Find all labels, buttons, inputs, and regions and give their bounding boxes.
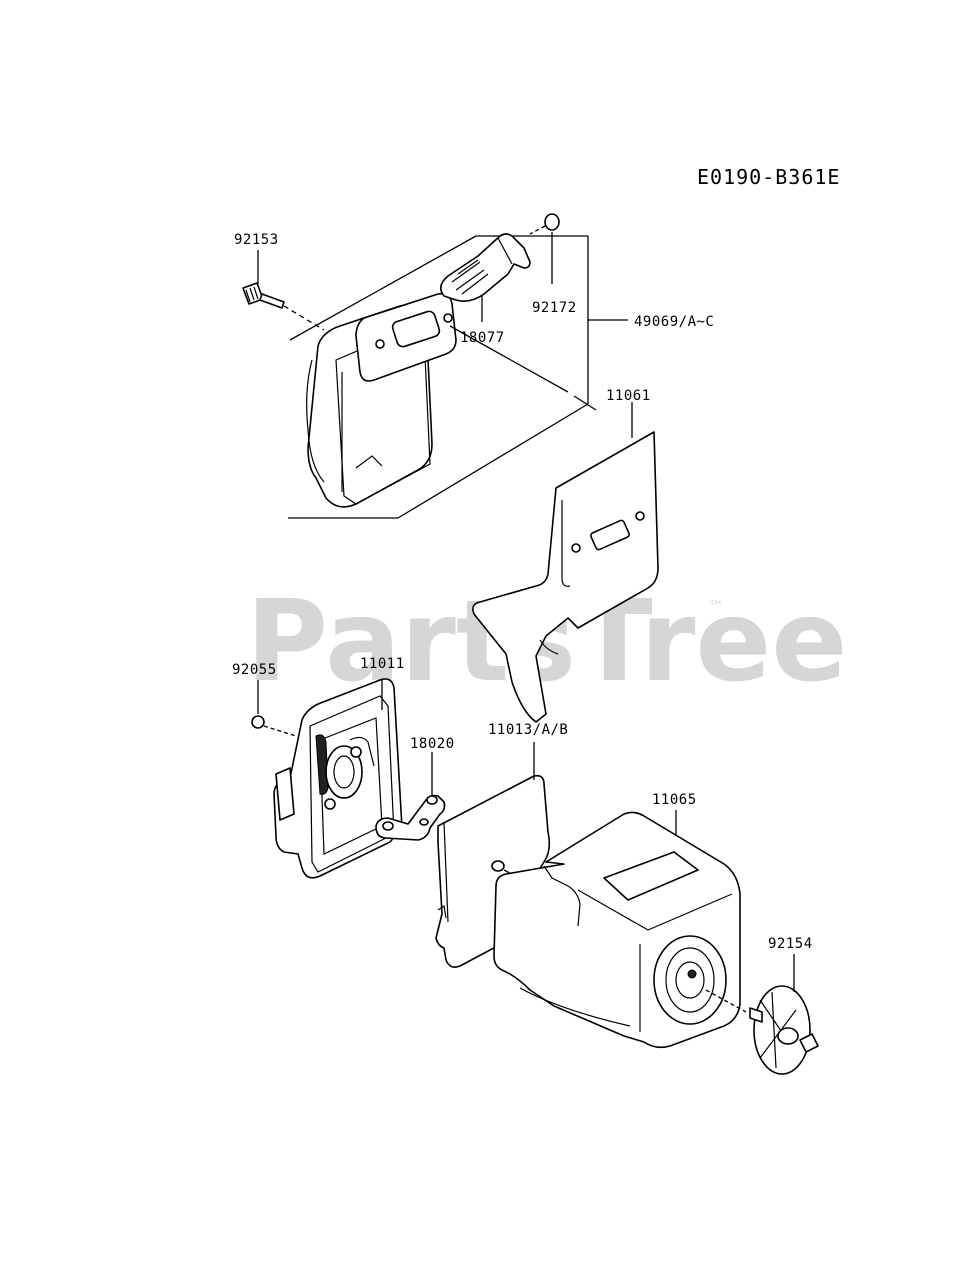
callout-92055[interactable]: 92055: [232, 662, 277, 678]
callout-92153[interactable]: 92153: [234, 232, 279, 248]
callout-11013[interactable]: 11013/A/B: [488, 722, 568, 738]
knob-92154[interactable]: [749, 954, 819, 1075]
air-cleaner-cover-11065[interactable]: [493, 810, 747, 1049]
leader-muffler-to-shield: [449, 325, 569, 393]
screw-92172[interactable]: [529, 213, 560, 284]
callout-11061[interactable]: 11061: [606, 388, 651, 404]
muffler-body[interactable]: [306, 292, 457, 508]
callout-11011[interactable]: 11011: [360, 656, 405, 672]
bracket-18020[interactable]: [375, 752, 446, 841]
callout-18077[interactable]: 18077: [460, 330, 505, 346]
callout-49069[interactable]: 49069/A~C: [634, 314, 714, 330]
bolt-92153[interactable]: [242, 250, 325, 331]
leader-muffler-to-shield-end: [573, 395, 597, 411]
heat-shield-11061[interactable]: [472, 402, 659, 723]
muffler-assembly-bracket: [288, 235, 628, 519]
callout-11065[interactable]: 11065: [652, 792, 697, 808]
callout-92154[interactable]: 92154: [768, 936, 813, 952]
diagram-code: E0190-B361E: [697, 165, 840, 189]
air-cleaner-base-11011[interactable]: [273, 678, 403, 879]
watermark-trademark: ™: [708, 597, 724, 616]
o-ring-92055[interactable]: [251, 680, 297, 737]
callout-18020[interactable]: 18020: [410, 736, 455, 752]
callout-92172[interactable]: 92172: [532, 300, 577, 316]
spark-arrestor-18077[interactable]: [440, 233, 531, 322]
